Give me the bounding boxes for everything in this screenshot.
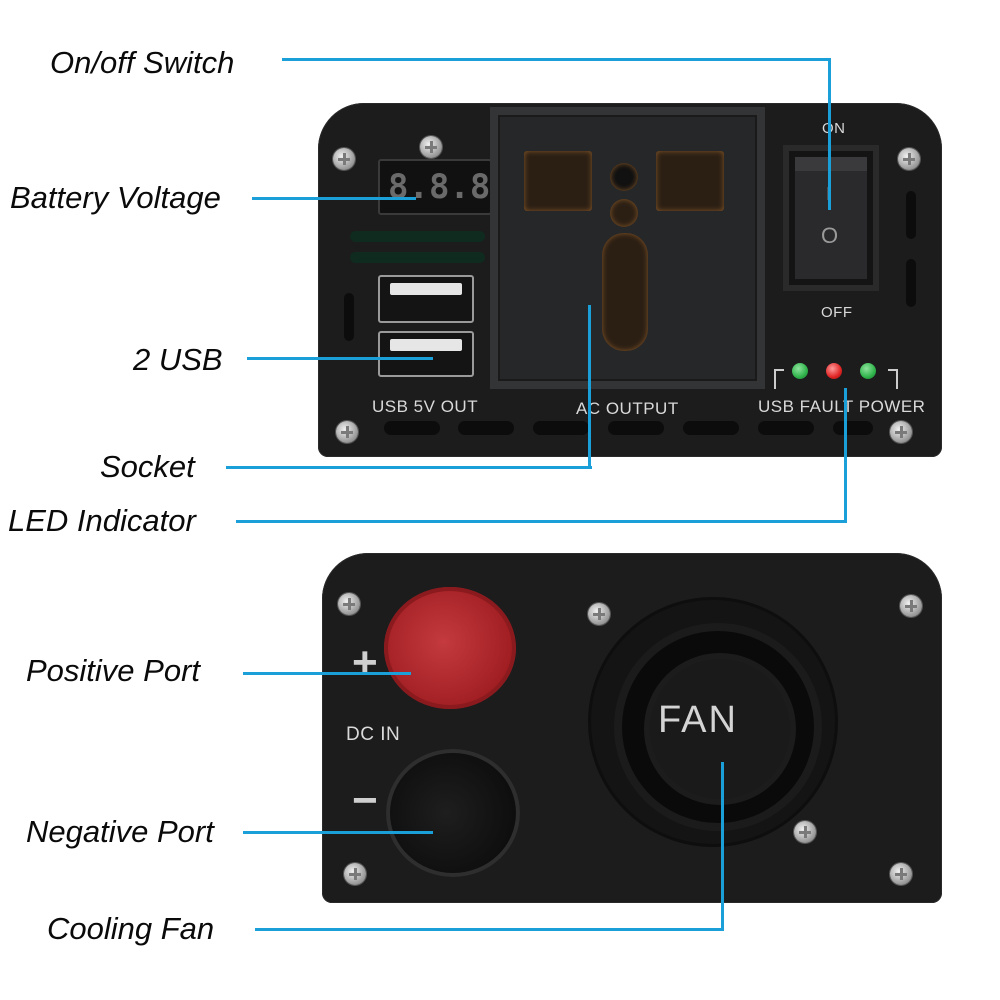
led-power	[860, 363, 876, 379]
screw-icon	[588, 603, 610, 625]
switch-on-label: ON	[822, 120, 846, 137]
screw-icon	[338, 593, 360, 615]
switch-off-label: OFF	[821, 304, 853, 321]
usb-port-2[interactable]	[378, 331, 474, 377]
socket-hole-right	[656, 151, 724, 211]
leader-on-off-switch	[282, 58, 831, 61]
vent-slot	[350, 252, 485, 263]
leader-cooling-fan	[255, 928, 724, 931]
rocker-button[interactable]: I O	[795, 157, 867, 279]
callout-battery-voltage: Battery Voltage	[10, 180, 221, 215]
vent-slot	[833, 421, 873, 435]
screw-icon	[344, 863, 366, 885]
screw-icon	[890, 863, 912, 885]
leader-on-off-switch-v	[828, 58, 831, 210]
leader-negative-port	[243, 831, 433, 834]
ac-socket[interactable]	[490, 107, 765, 389]
positive-terminal[interactable]	[384, 587, 516, 709]
dc-in-label: DC IN	[346, 724, 401, 745]
callout-socket: Socket	[100, 449, 195, 484]
callout-led-indicator: LED Indicator	[8, 503, 196, 538]
ac-output-label: AC OUTPUT	[576, 399, 679, 418]
callout-usb: 2 USB	[133, 342, 223, 377]
usb-port-1[interactable]	[378, 275, 474, 323]
screw-icon	[420, 136, 442, 158]
leader-cooling-fan-v	[721, 762, 724, 931]
screw-icon	[900, 595, 922, 617]
vent-slot	[533, 421, 589, 435]
vent-slot	[906, 259, 916, 307]
vent-slot	[350, 231, 485, 242]
rear-panel: + DC IN − FAN	[322, 553, 942, 903]
fan-label: FAN	[658, 699, 738, 741]
leader-usb	[247, 357, 433, 360]
fan-hub	[644, 653, 796, 805]
screw-icon	[333, 148, 355, 170]
callout-cooling-fan: Cooling Fan	[47, 911, 215, 946]
callout-positive-port: Positive Port	[26, 653, 201, 688]
switch-off-mark: O	[821, 223, 839, 248]
socket-hole-top-round	[610, 163, 638, 191]
leader-positive-port	[243, 672, 411, 675]
vent-slot	[344, 293, 354, 341]
callout-negative-port: Negative Port	[26, 814, 214, 849]
minus-symbol: −	[352, 776, 379, 825]
socket-hole-mid-round	[610, 199, 638, 227]
vent-slot	[906, 191, 916, 239]
on-off-switch[interactable]: I O	[783, 145, 879, 291]
screw-icon	[336, 421, 358, 443]
led-bracket-left	[774, 369, 784, 389]
usb-5v-out-label: USB 5V OUT	[372, 397, 479, 416]
vent-slot	[458, 421, 514, 435]
led-usb	[792, 363, 808, 379]
socket-hole-left	[524, 151, 592, 211]
battery-voltage-display: 8.8.8.	[378, 159, 511, 215]
led-fault	[826, 363, 842, 379]
leader-socket-v	[588, 305, 591, 469]
led-labels: USB FAULT POWER	[758, 397, 926, 416]
vent-slot	[608, 421, 664, 435]
leader-led-indicator	[236, 520, 847, 523]
plus-symbol: +	[352, 638, 379, 687]
vent-slot	[683, 421, 739, 435]
leader-battery-voltage	[252, 197, 416, 200]
led-bracket-right	[888, 369, 898, 389]
vent-slot	[758, 421, 814, 435]
screw-icon	[794, 821, 816, 843]
screw-icon	[898, 148, 920, 170]
leader-socket	[226, 466, 592, 469]
screw-icon	[890, 421, 912, 443]
vent-slot	[384, 421, 440, 435]
negative-terminal[interactable]	[386, 749, 520, 877]
socket-hole-earth	[602, 233, 648, 351]
front-panel: 8.8.8. USB 5V OUT AC OUTPUT ON I O OFF U…	[318, 103, 942, 457]
leader-led-indicator-v	[844, 388, 847, 523]
callout-on-off-switch: On/off Switch	[50, 45, 235, 80]
